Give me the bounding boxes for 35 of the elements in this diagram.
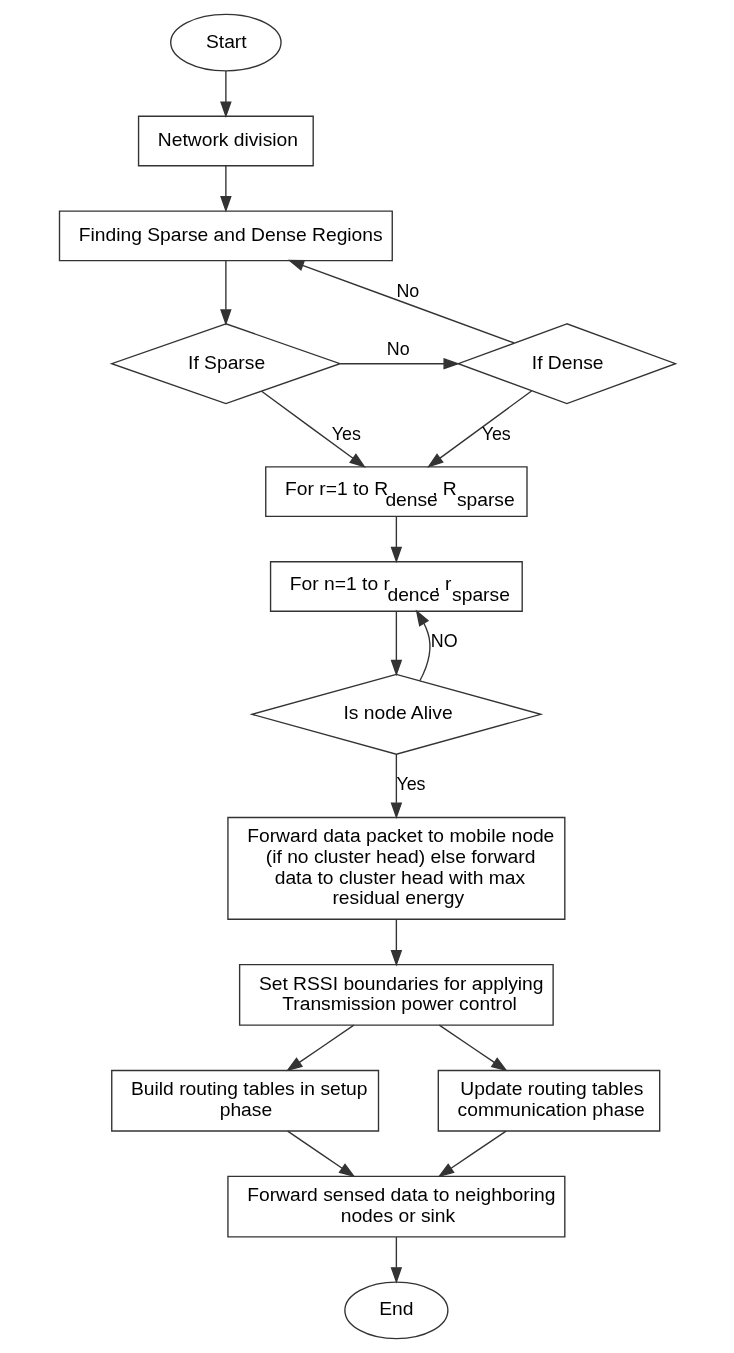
arrow [285,1024,355,1072]
arrow [286,1130,355,1178]
node-box: Network division [137,115,314,167]
edge-label: Yes [481,423,511,444]
node-box: Build routing tables in setup phase [110,1069,379,1132]
node-diamond: If Sparse [109,323,342,405]
node-diamond: Is node Alive [248,673,543,755]
node-ellipse: End [343,1281,449,1340]
arrow [260,390,366,468]
arrow [415,609,431,682]
node-box: Finding Sparse and Dense Regions [58,210,393,262]
arrow [219,165,232,213]
node-box: Forward sensed data to neighboring nodes or sink [226,1175,565,1238]
node-box: Set RSSI boundaries for applying Transmission power control [238,963,554,1026]
arrow [437,1130,507,1178]
edge-label: No [386,338,410,359]
arrow [219,260,232,326]
arrow [339,357,460,370]
arrow [390,918,402,967]
node-box: Update routing tables communication phase [437,1069,660,1132]
arrow [390,610,402,677]
node-ellipse: Start [169,13,282,72]
edge-label: Yes [331,423,361,444]
arrow [390,753,402,820]
node-diamond: If Dense [455,323,677,405]
arrow [390,515,402,564]
arrow [287,259,515,344]
edge-label: No [395,280,419,301]
edge-label: Yes [395,774,426,795]
edge-label: NO [430,631,458,652]
arrow [390,1236,402,1284]
arrow [426,390,532,468]
arrow [438,1024,508,1072]
node-box: Forward data packet to mobile node (if no cluster head) else forward data to cluster head with max residual energy [226,816,565,920]
arrow [219,70,232,119]
